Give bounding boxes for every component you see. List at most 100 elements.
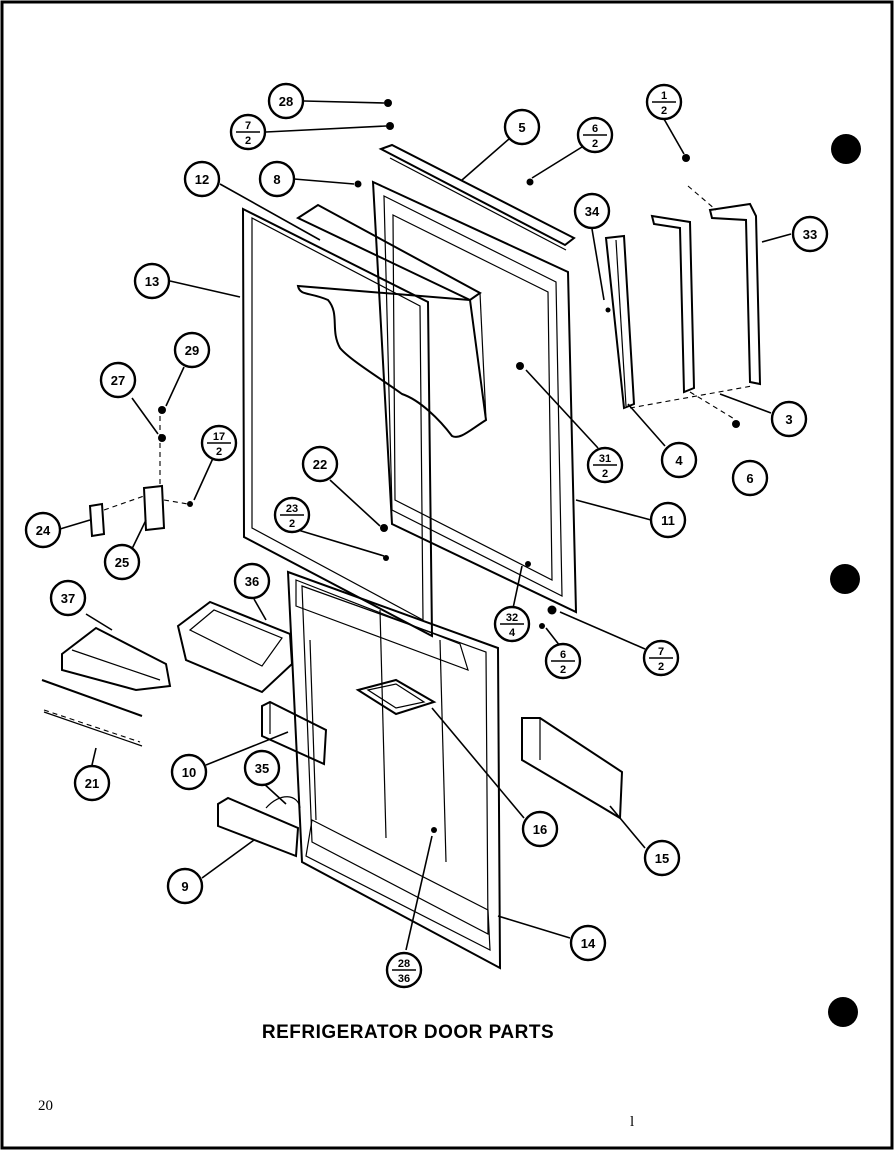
callout-circle — [233, 562, 271, 600]
callout-number: 35 — [255, 761, 269, 776]
callout-circle — [731, 459, 769, 497]
callout-circle — [133, 262, 171, 300]
binder-hole-bottom — [828, 997, 858, 1027]
callout-number: 13 — [145, 274, 159, 289]
part-inner-door-liner — [241, 207, 434, 638]
callout-denominator: 36 — [398, 973, 410, 985]
callout-c16: 16 — [521, 810, 559, 848]
callout-c17-2: 172 — [200, 424, 238, 462]
callout-number: 4 — [675, 453, 683, 468]
callout-c7-2b: 72 — [642, 639, 680, 677]
callout-denominator: 2 — [289, 518, 295, 530]
callout-circle — [173, 331, 211, 369]
part-hinge-brackets — [604, 185, 762, 421]
callout-number: 8 — [273, 172, 280, 187]
callout-circle — [791, 215, 829, 253]
callout-denominator: 2 — [602, 468, 608, 480]
part-cover-37 — [61, 626, 172, 692]
callout-c31-2: 312 — [586, 446, 624, 484]
callout-numerator: 7 — [245, 120, 251, 132]
callout-circle — [521, 810, 559, 848]
footer-mark: l — [630, 1114, 634, 1130]
callout-c24: 24 — [24, 511, 62, 549]
callout-circle — [170, 753, 208, 791]
fastener-dots — [158, 99, 740, 833]
part-hinge-25 — [88, 416, 189, 538]
callout-c15: 15 — [643, 839, 681, 877]
callout-c28a: 28 — [267, 82, 305, 120]
part-trim-21 — [41, 679, 143, 747]
callout-denominator: 2 — [658, 661, 664, 673]
callout-circle — [99, 361, 137, 399]
callout-denominator: 2 — [560, 664, 566, 676]
callout-c29: 29 — [173, 331, 211, 369]
callout-circle — [49, 579, 87, 617]
callout-c14: 14 — [569, 924, 607, 962]
callout-numerator: 23 — [286, 503, 298, 515]
callout-number: 5 — [518, 120, 525, 135]
callout-c35: 35 — [243, 749, 281, 787]
callout-c36: 36 — [233, 562, 271, 600]
callout-c23-2: 232 — [273, 496, 311, 534]
callout-c10: 10 — [170, 753, 208, 791]
callout-circle — [73, 764, 111, 802]
callout-c8: 8 — [258, 160, 296, 198]
callout-circle — [573, 192, 611, 230]
diagram-title: REFRIGERATOR DOOR PARTS — [262, 1022, 554, 1043]
callout-number: 25 — [115, 555, 129, 570]
part-inner-door-panel — [286, 570, 502, 970]
callout-number: 15 — [655, 851, 669, 866]
callout-c6: 6 — [731, 459, 769, 497]
callout-number: 29 — [185, 343, 199, 358]
callout-circle — [183, 160, 221, 198]
page-number: 20 — [38, 1098, 53, 1114]
callout-number: 12 — [195, 172, 209, 187]
callout-number: 3 — [785, 412, 792, 427]
callout-c21: 21 — [73, 764, 111, 802]
part-outer-door-panel — [371, 180, 578, 614]
callout-circle — [569, 924, 607, 962]
part-bracket-9 — [217, 796, 301, 858]
callout-number: 22 — [313, 457, 327, 472]
callout-denominator: 4 — [509, 627, 516, 639]
callout-c7-2a: 72 — [229, 113, 267, 151]
callout-denominator: 2 — [661, 105, 667, 117]
callout-number: 6 — [746, 471, 753, 486]
callout-number: 10 — [182, 765, 196, 780]
callout-numerator: 7 — [658, 646, 664, 658]
callout-number: 34 — [585, 204, 600, 219]
callout-circle — [103, 543, 141, 581]
part-door-shelf-rails — [295, 579, 469, 863]
callout-c12: 12 — [183, 160, 221, 198]
callout-circle — [649, 501, 687, 539]
callout-c33: 33 — [791, 215, 829, 253]
callout-number: 11 — [661, 513, 675, 528]
callout-number: 36 — [245, 574, 259, 589]
callout-circle — [258, 160, 296, 198]
callout-c1-2: 12 — [645, 83, 683, 121]
callout-circle — [503, 108, 541, 146]
callout-c6-2a: 62 — [576, 116, 614, 154]
callout-circle — [770, 400, 808, 438]
callout-circle — [267, 82, 305, 120]
part-tray-16 — [355, 678, 437, 716]
callout-number: 28 — [279, 94, 293, 109]
callout-c22: 22 — [301, 445, 339, 483]
callout-circle — [24, 511, 62, 549]
callout-c32-4: 324 — [493, 605, 531, 643]
callout-c6-2b: 62 — [544, 642, 582, 680]
binder-hole-top — [831, 134, 861, 164]
callout-c37: 37 — [49, 579, 87, 617]
callout-circle — [243, 749, 281, 787]
callout-number: 27 — [111, 373, 125, 388]
callout-circle — [660, 441, 698, 479]
callout-number: 21 — [85, 776, 99, 791]
leader-lines — [59, 100, 792, 951]
callout-c27: 27 — [99, 361, 137, 399]
callout-number: 37 — [61, 591, 75, 606]
part-bracket-10 — [261, 700, 328, 766]
callout-denominator: 2 — [216, 446, 222, 458]
